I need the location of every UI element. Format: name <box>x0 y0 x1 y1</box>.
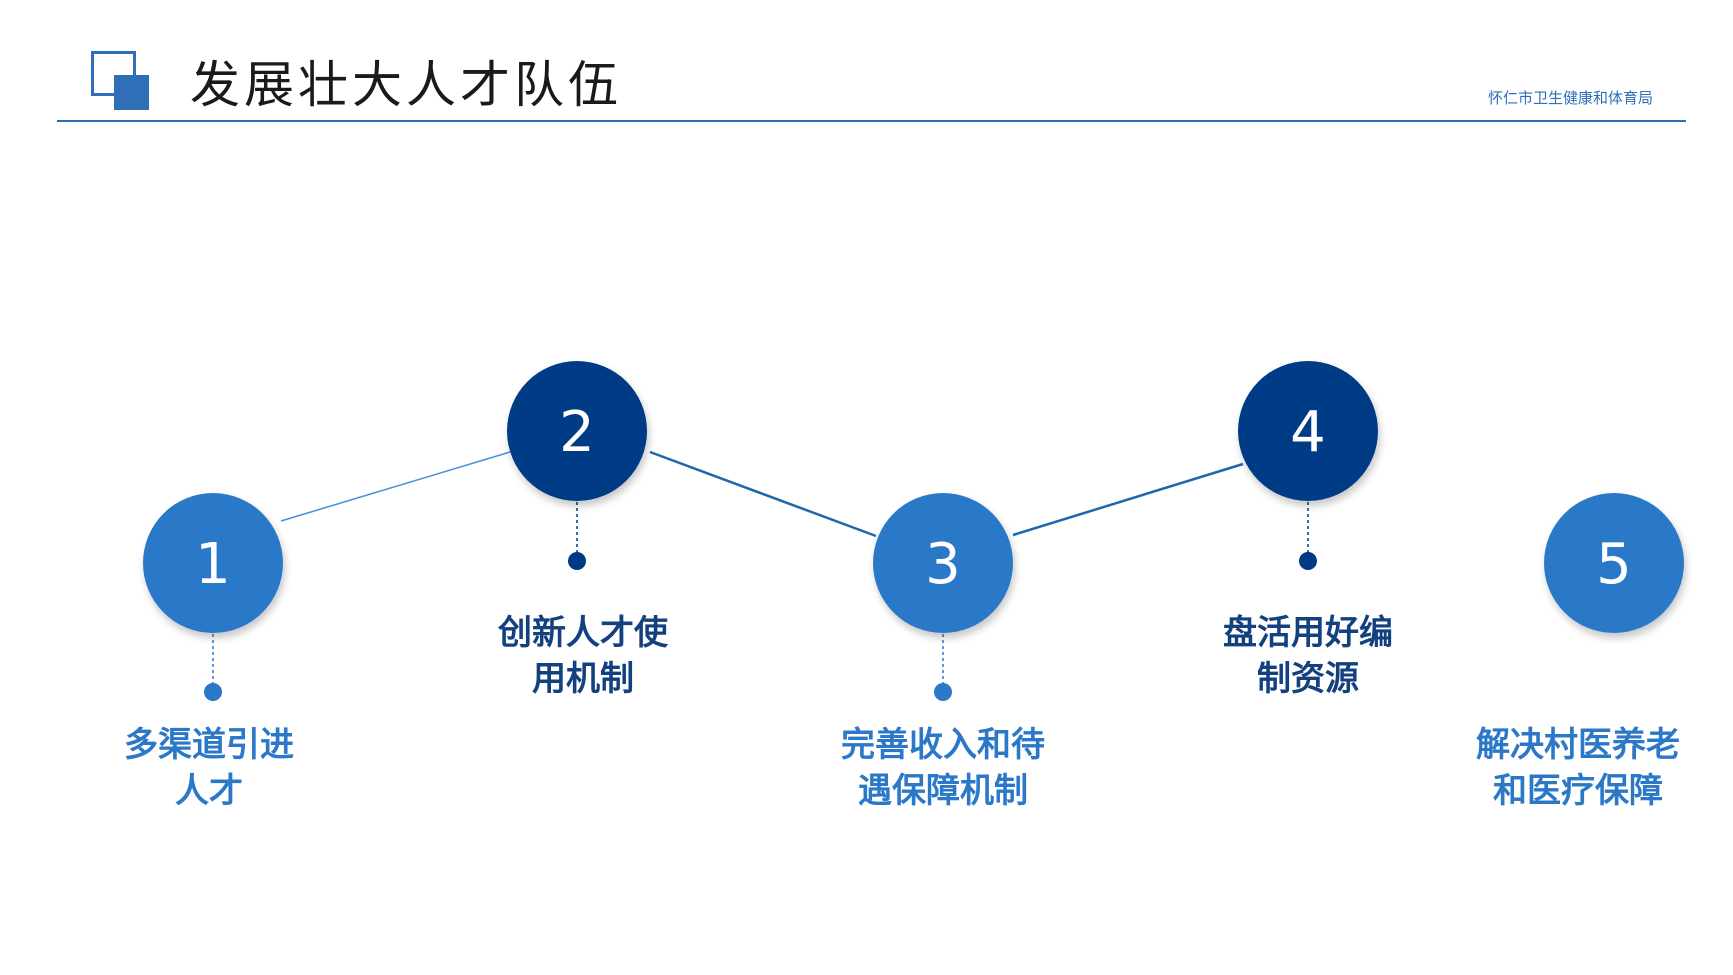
step-circle-4: 4 <box>1238 361 1378 501</box>
step-label-4-line1: 盘活用好编 <box>1223 613 1393 653</box>
step-circle-5: 5 <box>1544 493 1684 633</box>
step-label-1-line1: 多渠道引进 <box>124 725 294 765</box>
header-divider <box>57 120 1686 122</box>
step-label-1: 多渠道引进 人才 <box>79 722 339 814</box>
logo-filled-square <box>114 75 149 110</box>
step-label-4: 盘活用好编 制资源 <box>1178 610 1438 702</box>
step-label-5-line2: 和医疗保障 <box>1493 771 1663 811</box>
stem-dot-1 <box>204 683 222 701</box>
logo-outline-square <box>91 51 136 96</box>
step-label-2: 创新人才使 用机制 <box>453 610 713 702</box>
step-number-2: 2 <box>559 400 595 465</box>
organization-name: 怀仁市卫生健康和体育局 <box>1487 89 1653 107</box>
step-label-1-line2: 人才 <box>175 771 243 811</box>
header-logo <box>91 51 151 111</box>
stem-dot-3 <box>934 683 952 701</box>
step-number-1: 1 <box>195 532 231 597</box>
step-number-3: 3 <box>925 532 961 597</box>
stem-dot-4 <box>1299 552 1317 570</box>
connector-3-4 <box>1012 462 1244 537</box>
step-label-2-line2: 用机制 <box>532 659 634 699</box>
step-circle-3: 3 <box>873 493 1013 633</box>
step-label-4-line2: 制资源 <box>1257 659 1359 699</box>
step-label-3-line2: 遇保障机制 <box>858 771 1028 811</box>
step-label-2-line1: 创新人才使 <box>498 613 668 653</box>
step-circle-1: 1 <box>143 493 283 633</box>
connector-2-3 <box>649 450 877 538</box>
step-label-3-line1: 完善收入和待 <box>841 725 1045 765</box>
step-number-5: 5 <box>1596 532 1632 597</box>
step-circle-2: 2 <box>507 361 647 501</box>
step-label-3: 完善收入和待 遇保障机制 <box>813 722 1073 814</box>
step-number-4: 4 <box>1290 400 1326 465</box>
step-label-5-line1: 解决村医养老 <box>1476 725 1680 765</box>
step-label-5: 解决村医养老 和医疗保障 <box>1448 722 1708 814</box>
connector-1-2 <box>280 451 511 522</box>
stem-dot-2 <box>568 552 586 570</box>
page-title: 发展壮大人才队伍 <box>190 56 622 114</box>
